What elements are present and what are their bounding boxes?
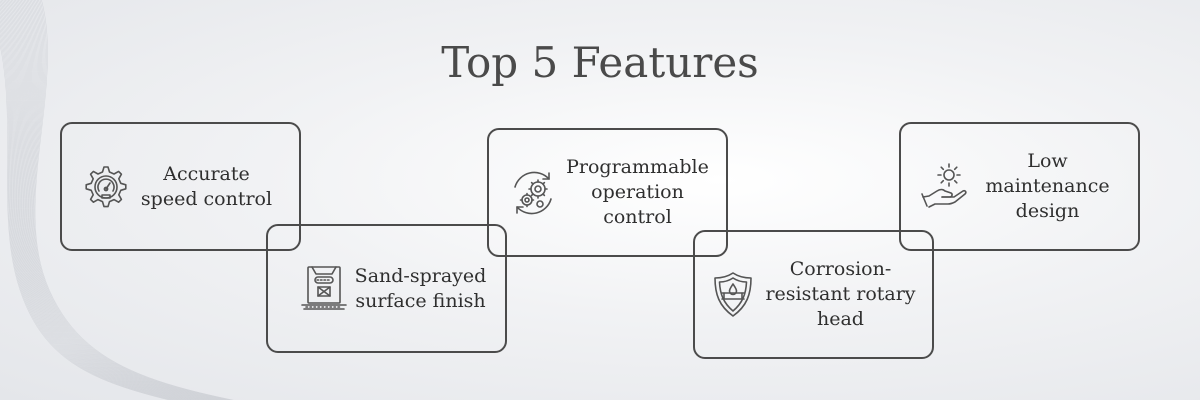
speedometer-gear-icon	[85, 165, 127, 207]
feature-label: Programmable operation control	[566, 156, 709, 228]
feature-label: Corrosion- resistant rotary head	[765, 258, 916, 330]
feature-card-corrosion-resistant: Corrosion- resistant rotary head	[693, 230, 934, 359]
feature-label: Sand-sprayed surface finish	[354, 264, 487, 312]
feature-card-programmable-control: Programmable operation control	[487, 128, 728, 257]
page-title: Top 5 Features	[441, 38, 759, 87]
hand-gear-icon	[921, 162, 967, 208]
feature-card-surface-finish: Sand-sprayed surface finish	[266, 224, 507, 353]
gears-cycle-icon	[514, 171, 552, 214]
feature-label: Accurate speed control	[140, 162, 273, 210]
feature-card-speed-control: Accurate speed control	[60, 122, 301, 251]
feature-card-low-maintenance: Low maintenance design	[899, 122, 1140, 251]
sandblaster-machine-icon	[301, 265, 347, 310]
feature-label: Low maintenance design	[985, 150, 1110, 222]
shield-drop-icon	[714, 271, 752, 317]
